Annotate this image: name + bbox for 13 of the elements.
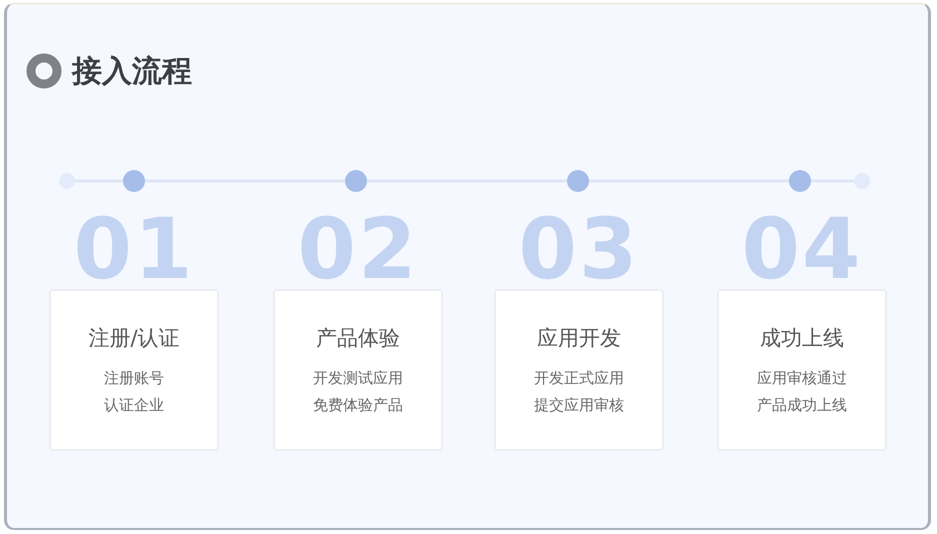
step-title: 成功上线: [760, 325, 844, 352]
step-description: 认证企业: [104, 395, 164, 416]
step-title: 注册/认证: [88, 325, 180, 352]
step-description: 注册账号: [104, 368, 164, 389]
heading: 接入流程: [72, 53, 192, 91]
step-title: 应用开发: [537, 325, 621, 352]
step-description: 开发测试应用: [313, 368, 403, 389]
step-description: 免费体验产品: [313, 395, 403, 416]
step-description: 提交应用审核: [534, 395, 624, 416]
step-description: 产品成功上线: [757, 395, 847, 416]
step-description: 开发正式应用: [534, 368, 624, 389]
step-title: 产品体验: [316, 325, 400, 352]
step-description: 应用审核通过: [757, 368, 847, 389]
